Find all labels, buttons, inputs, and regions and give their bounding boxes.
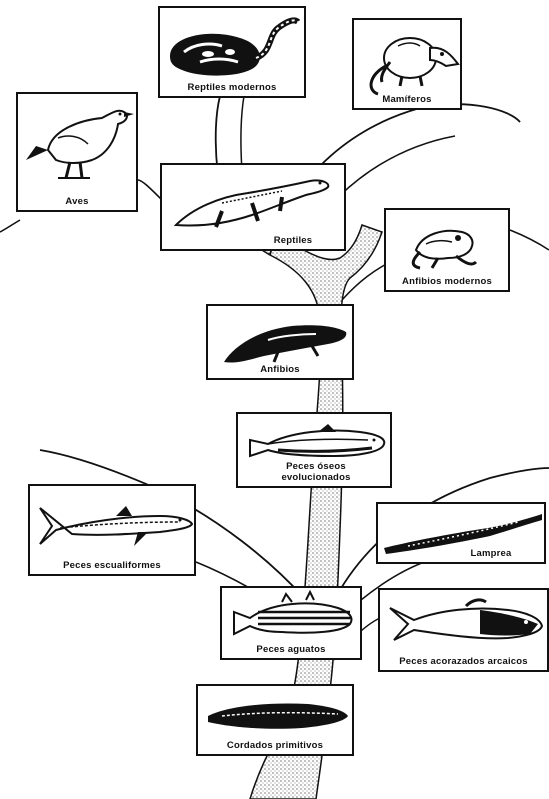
node-peces-aguatos: Peces aguatos bbox=[220, 586, 362, 660]
branch-aves bbox=[137, 179, 163, 201]
node-peces-acorazados: Peces acorazados arcaicos bbox=[378, 588, 549, 672]
node-label: Reptiles bbox=[273, 235, 313, 246]
bird-icon bbox=[26, 109, 134, 179]
node-reptiles-modernos: Reptiles modernos bbox=[158, 6, 306, 98]
node-peces-oseos: Peces óseos evolucionados bbox=[236, 412, 392, 488]
node-aves: Aves bbox=[16, 92, 138, 212]
node-anfibios: Anfibios bbox=[206, 304, 354, 380]
salamander-icon bbox=[224, 325, 347, 363]
node-reptiles: Reptiles bbox=[160, 163, 346, 251]
node-label: Peces escualiformes bbox=[63, 560, 161, 571]
spiny-fish-icon bbox=[233, 589, 353, 636]
armored-fish-icon bbox=[389, 598, 544, 641]
node-label: Lamprea bbox=[470, 548, 512, 559]
lobe-finned-fish-icon bbox=[249, 424, 386, 458]
node-label: Anfibios modernos bbox=[402, 276, 492, 287]
lizard-icon bbox=[173, 179, 330, 228]
branch-lamprea bbox=[339, 467, 549, 591]
node-peces-escualiformes: Peces escualiformes bbox=[28, 484, 196, 576]
node-label: Reptiles modernos bbox=[187, 82, 277, 93]
node-anfibios-modernos: Anfibios modernos bbox=[384, 208, 510, 292]
node-label: Peces óseos evolucionados bbox=[281, 461, 351, 483]
shark-icon bbox=[39, 506, 194, 546]
lamprey-icon bbox=[384, 514, 542, 554]
node-label: Aves bbox=[65, 196, 89, 207]
node-label: Anfibios bbox=[260, 364, 300, 375]
opossum-icon bbox=[369, 37, 460, 96]
snake-icon bbox=[170, 17, 301, 76]
node-lamprea: Lamprea bbox=[376, 502, 546, 564]
node-label: Peces acorazados arcaicos bbox=[399, 656, 528, 667]
node-label: Peces aguatos bbox=[256, 644, 326, 655]
frog-icon bbox=[411, 229, 478, 270]
node-mamiferos: Mamíferos bbox=[352, 18, 462, 110]
node-label: Cordados primitivos bbox=[226, 740, 324, 751]
node-cordados-primitivos: Cordados primitivos bbox=[196, 684, 354, 756]
node-label: Mamíferos bbox=[382, 94, 432, 105]
lancelet-icon bbox=[208, 703, 348, 729]
